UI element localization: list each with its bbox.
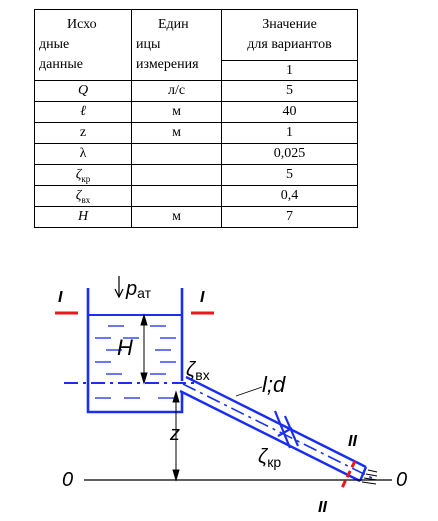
row-symbol: ζкр bbox=[34, 164, 132, 186]
pipe bbox=[179, 375, 373, 483]
table-row: ζкр 5 bbox=[34, 164, 358, 186]
zeta-valve-symbol: ζ bbox=[258, 446, 269, 468]
header-value: Значение для вариантов bbox=[221, 9, 358, 61]
pipe-label: l;d bbox=[262, 372, 286, 397]
zeta-valve-label: ζкр bbox=[258, 446, 281, 470]
header-param-line1: Исхо bbox=[67, 17, 97, 32]
table-row: H м 7 bbox=[34, 206, 358, 228]
table-row: λ 0,025 bbox=[34, 143, 358, 165]
header-unit-line2: ицы bbox=[136, 37, 161, 52]
pipe-leader bbox=[235, 386, 263, 397]
valve bbox=[273, 410, 300, 449]
row-symbol-main: ζ bbox=[75, 187, 82, 203]
row-value: 7 bbox=[221, 206, 358, 228]
section-label-top-right: I bbox=[200, 289, 205, 306]
datum-label-right: 0 bbox=[396, 469, 407, 491]
parameters-table: Исхо дные данные Един ицы измерения Знач… bbox=[34, 9, 358, 228]
zeta-inlet-label: ζвх bbox=[186, 359, 210, 383]
row-unit: м bbox=[131, 206, 222, 228]
row-symbol-sub: вх bbox=[81, 194, 91, 205]
table-row: ℓ м 40 bbox=[34, 101, 358, 123]
header-value-line2: для вариантов bbox=[247, 37, 332, 52]
header-value-line1: Значение bbox=[262, 17, 317, 32]
section-label-outlet-top: II bbox=[348, 433, 357, 450]
datum-label-left: 0 bbox=[62, 469, 73, 491]
tank-wall bbox=[86, 288, 184, 414]
header-param-line2: дные bbox=[39, 37, 70, 52]
header-unit-line1: Един bbox=[158, 17, 189, 32]
water-hatching bbox=[95, 325, 176, 399]
header-param-line3: данные bbox=[39, 57, 83, 72]
section-label-top-left: I bbox=[58, 289, 63, 306]
pressure-label: pат bbox=[125, 278, 152, 301]
row-value: 0,025 bbox=[221, 143, 358, 165]
row-symbol-main: ζ bbox=[75, 166, 82, 182]
header-parameters: Исхо дные данные bbox=[34, 9, 132, 81]
head-label: H bbox=[117, 335, 133, 360]
zeta-inlet-sub: вх bbox=[195, 367, 209, 383]
pressure-sub: ат bbox=[137, 285, 151, 301]
section-label-outlet-bottom: II bbox=[318, 499, 327, 516]
outlet-hatching bbox=[361, 469, 378, 485]
row-symbol-sub: кр bbox=[81, 173, 91, 184]
zeta-valve-sub: кр bbox=[267, 454, 281, 470]
zeta-inlet-symbol: ζ bbox=[186, 359, 197, 381]
head-dimension bbox=[140, 313, 148, 385]
z-dimension bbox=[172, 390, 180, 482]
section-marker-outlet bbox=[339, 460, 357, 491]
pressure-symbol: p bbox=[125, 278, 137, 300]
header-unit-line3: измерения bbox=[136, 57, 199, 72]
pressure-arrow bbox=[114, 276, 124, 299]
z-label: z bbox=[169, 423, 180, 445]
